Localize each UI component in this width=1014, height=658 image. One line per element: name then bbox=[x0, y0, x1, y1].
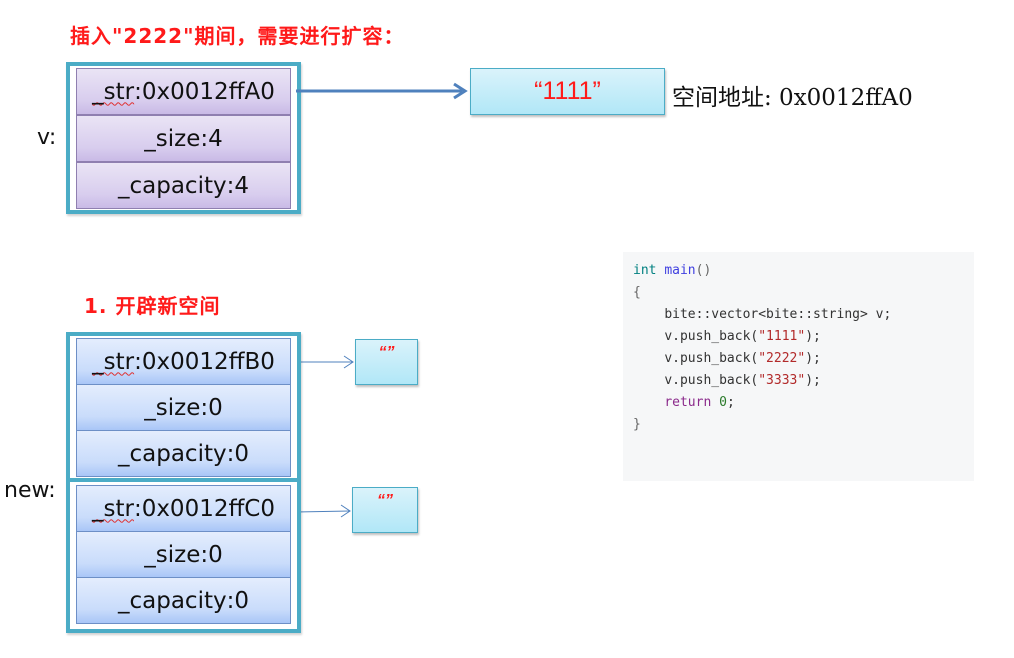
field-name: _capacity bbox=[118, 587, 227, 614]
field-value: 0 bbox=[234, 587, 249, 614]
field-str: _str: 0x0012ffA0 bbox=[76, 68, 291, 115]
field-capacity: _capacity: 0 bbox=[76, 430, 291, 477]
code-token: "3333" bbox=[758, 373, 806, 388]
field-str: _str: 0x0012ffB0 bbox=[76, 338, 291, 385]
code-token: () bbox=[695, 263, 712, 278]
field-name: _size bbox=[144, 541, 201, 568]
string-buffer-empty-0: “” bbox=[355, 339, 418, 385]
field-sep: : bbox=[200, 541, 209, 568]
code-line: v.push_back("3333"); bbox=[633, 370, 964, 392]
field-sep: : bbox=[134, 78, 142, 105]
heading: 插入"2222"期间，需要进行扩容： bbox=[70, 24, 405, 48]
code-token: ); bbox=[805, 351, 821, 366]
element-divider bbox=[70, 478, 297, 482]
code-token bbox=[711, 395, 719, 410]
field-name: _size bbox=[144, 394, 201, 421]
code-line: int main() bbox=[633, 260, 964, 282]
field-value: 0x0012ffA0 bbox=[141, 78, 275, 105]
code-token: main bbox=[664, 263, 696, 278]
address-label: 空间地址: 0x0012ffA0 bbox=[672, 85, 913, 111]
code-line: v.push_back("2222"); bbox=[633, 348, 964, 370]
code-line: v.push_back("1111"); bbox=[633, 326, 964, 348]
field-value: 0 bbox=[234, 440, 249, 467]
code-token: } bbox=[633, 417, 641, 432]
code-token: bite::vector<bite::string> v; bbox=[664, 307, 892, 322]
code-line: return 0; bbox=[633, 392, 964, 414]
code-token: 0 bbox=[719, 395, 727, 410]
code-token: ); bbox=[805, 373, 821, 388]
field-capacity: _capacity: 0 bbox=[76, 577, 291, 624]
string-buffer-1111: “1111” bbox=[470, 68, 665, 115]
step-label: 1. 开辟新空间 bbox=[84, 294, 221, 318]
field-name: _size bbox=[144, 125, 201, 152]
buffer-text: “1111” bbox=[534, 77, 601, 105]
field-value: 0x0012ffC0 bbox=[141, 495, 276, 522]
field-sep: : bbox=[226, 172, 235, 199]
field-capacity: _capacity: 4 bbox=[76, 162, 291, 209]
field-value: 0 bbox=[208, 541, 223, 568]
field-value: 0 bbox=[208, 394, 223, 421]
string-buffer-empty-1: “” bbox=[352, 487, 418, 533]
buffer-text: “” bbox=[377, 492, 393, 509]
code-line: } bbox=[633, 414, 964, 436]
code-token: ; bbox=[726, 395, 735, 410]
label-v: v: bbox=[37, 125, 57, 150]
code-line: bite::vector<bite::string> v; bbox=[633, 304, 964, 326]
code-token: int bbox=[633, 263, 657, 278]
field-name: _str bbox=[91, 495, 134, 522]
arrow-new-1-str bbox=[295, 504, 351, 518]
code-token: return bbox=[664, 395, 712, 410]
field-value: 4 bbox=[234, 172, 249, 199]
field-str: _str: 0x0012ffC0 bbox=[76, 485, 291, 532]
field-size: _size:4 bbox=[76, 115, 291, 162]
arrow-v-str bbox=[296, 82, 468, 100]
code-token: "2222" bbox=[758, 351, 806, 366]
buffer-text: “” bbox=[378, 344, 395, 361]
field-value: 4 bbox=[208, 125, 223, 152]
code-line: { bbox=[633, 282, 964, 304]
field-name: _str bbox=[92, 78, 135, 105]
field-sep: : bbox=[134, 348, 142, 375]
label-new: new: bbox=[4, 478, 56, 503]
code-snippet: int main(){ bite::vector<bite::string> v… bbox=[623, 252, 974, 481]
field-sep: : bbox=[226, 587, 235, 614]
field-sep: : bbox=[226, 440, 235, 467]
field-size: _size:0 bbox=[76, 531, 291, 578]
code-token: v.push_back( bbox=[664, 373, 759, 388]
field-sep: : bbox=[133, 495, 142, 522]
code-token: ); bbox=[805, 329, 821, 344]
code-token: v.push_back( bbox=[664, 329, 759, 344]
field-size: _size:0 bbox=[76, 384, 291, 431]
field-sep: : bbox=[200, 125, 209, 152]
code-token: { bbox=[633, 285, 641, 300]
code-token: "1111" bbox=[758, 329, 806, 344]
field-sep: : bbox=[200, 394, 209, 421]
vector-v-frame: _str: 0x0012ffA0 _size:4 _capacity: 4 bbox=[66, 62, 301, 214]
field-name: _capacity bbox=[118, 440, 227, 467]
code-token: v.push_back( bbox=[664, 351, 759, 366]
field-name: _str bbox=[92, 348, 135, 375]
field-value: 0x0012ffB0 bbox=[141, 348, 275, 375]
arrow-new-0-str bbox=[296, 355, 354, 369]
field-name: _capacity bbox=[118, 172, 227, 199]
new-space-frame: _str: 0x0012ffB0 _size:0 _capacity: 0 _s… bbox=[66, 332, 301, 633]
